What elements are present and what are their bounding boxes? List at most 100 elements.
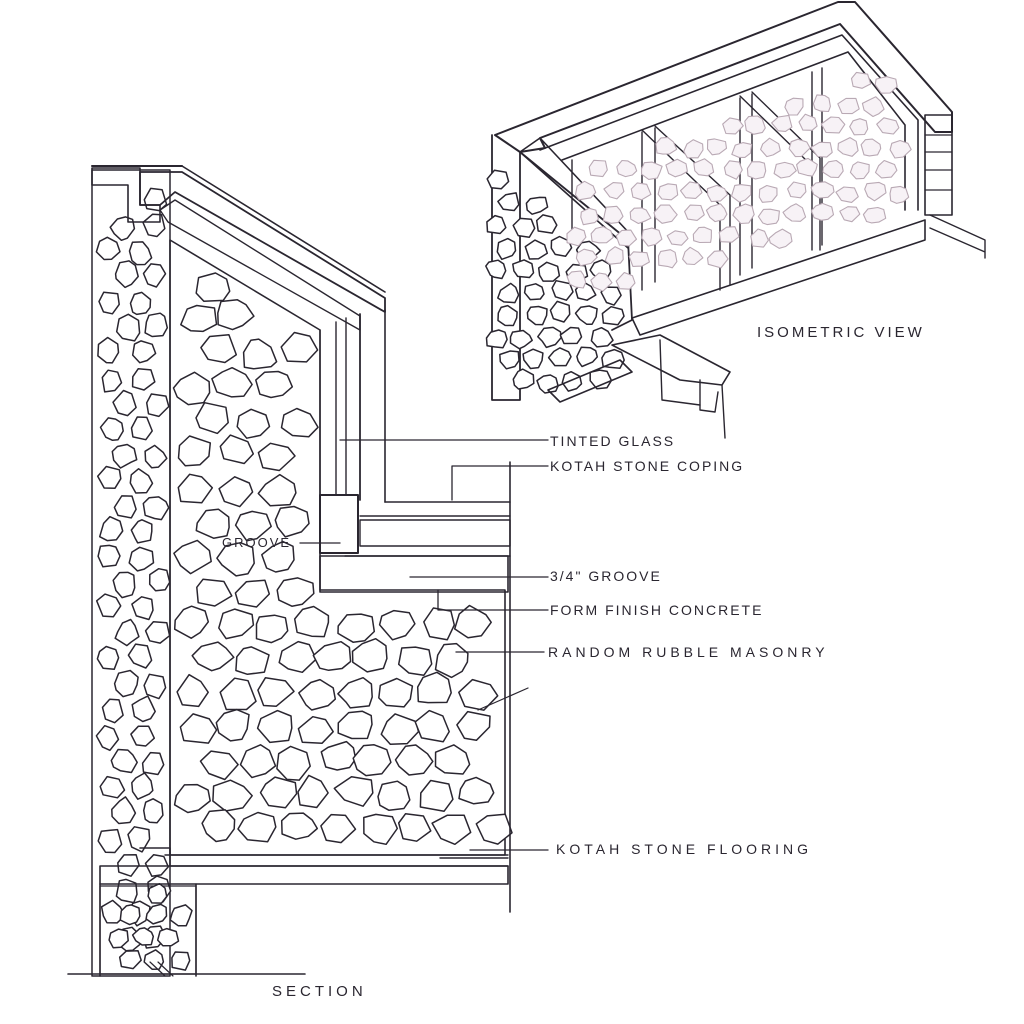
rubble-stone bbox=[100, 899, 126, 924]
rubble-stone bbox=[257, 677, 295, 707]
rubble-stone bbox=[682, 246, 704, 266]
isometric-view-title: ISOMETRIC VIEW bbox=[757, 324, 925, 341]
rubble-stone bbox=[177, 473, 214, 504]
outer-stone-wall bbox=[91, 169, 172, 977]
rubble-stone bbox=[191, 641, 235, 672]
rubble-stone bbox=[98, 515, 124, 542]
leader-form-finish-concrete bbox=[437, 589, 549, 611]
rubble-stone bbox=[131, 368, 156, 391]
rubble-stone bbox=[486, 169, 510, 190]
rubble-stone bbox=[211, 366, 253, 398]
rubble-masonry-block bbox=[169, 239, 513, 856]
rubble-stone bbox=[377, 780, 411, 812]
rubble-stone bbox=[458, 678, 499, 711]
lower-foundation-wall bbox=[99, 882, 197, 975]
rubble-stone bbox=[280, 407, 319, 438]
rubble-stone bbox=[201, 809, 236, 843]
rubble-stone bbox=[628, 251, 650, 267]
rubble-stone bbox=[706, 250, 729, 269]
rubble-stone bbox=[820, 116, 846, 134]
rubble-stone bbox=[860, 138, 882, 157]
rubble-stone bbox=[512, 368, 535, 390]
rubble-stone bbox=[497, 304, 518, 327]
rubble-stone bbox=[574, 305, 598, 326]
rubble-stone bbox=[630, 182, 652, 201]
rubble-stone bbox=[588, 159, 608, 178]
kotah-coping-ledge bbox=[319, 494, 511, 557]
rubble-stone bbox=[95, 724, 120, 752]
rubble-stone bbox=[131, 927, 155, 946]
rubble-stone bbox=[217, 299, 255, 331]
rubble-stone bbox=[109, 216, 136, 242]
rubble-stone bbox=[718, 226, 740, 243]
rubble-stone bbox=[601, 305, 625, 326]
rubble-stone bbox=[744, 115, 766, 135]
iso-glass-panels bbox=[566, 67, 912, 292]
leader-lines bbox=[299, 439, 549, 851]
rubble-stone bbox=[195, 272, 231, 302]
rubble-stone bbox=[684, 204, 705, 221]
rubble-stone bbox=[255, 370, 294, 399]
rubble-stone bbox=[788, 138, 811, 158]
rubble-stone bbox=[723, 160, 743, 180]
rubble-stone bbox=[312, 640, 352, 672]
rubble-stone bbox=[128, 241, 153, 266]
rubble-stone bbox=[453, 604, 492, 639]
rubble-stone bbox=[236, 408, 271, 439]
rubble-stone bbox=[423, 607, 456, 641]
rubble-stone bbox=[485, 329, 508, 349]
rubble-stone bbox=[705, 203, 728, 223]
rubble-stone bbox=[173, 605, 210, 639]
rubble-stone bbox=[131, 772, 154, 800]
rubble-stone bbox=[98, 291, 120, 315]
rubble-stone bbox=[590, 326, 614, 348]
rubble-stone bbox=[280, 331, 319, 363]
rubble-stone bbox=[876, 117, 900, 135]
rubble-stone bbox=[706, 184, 729, 203]
rubble-stone bbox=[242, 338, 278, 370]
rubble-stone bbox=[176, 673, 209, 708]
rubble-stone bbox=[261, 540, 295, 573]
rubble-stone bbox=[259, 776, 298, 809]
rubble-stone bbox=[115, 878, 138, 904]
rubble-stone bbox=[787, 181, 807, 199]
rubble-stone bbox=[601, 348, 625, 370]
rubble-stone bbox=[589, 369, 613, 390]
rubble-stone bbox=[419, 779, 454, 812]
rubble-stone bbox=[320, 740, 357, 771]
rubble-stone bbox=[276, 577, 315, 607]
rubble-stone bbox=[784, 97, 804, 116]
rubble-stone bbox=[144, 444, 168, 469]
rubble-stone bbox=[130, 519, 153, 544]
rubble-stone bbox=[657, 183, 679, 201]
rubble-stone bbox=[849, 161, 870, 180]
rubble-stone bbox=[537, 326, 562, 349]
rubble-stone bbox=[547, 347, 572, 367]
rubble-stone bbox=[115, 313, 141, 342]
rubble-stone bbox=[177, 435, 212, 467]
rubble-stone bbox=[839, 206, 861, 223]
rubble-stone bbox=[864, 181, 887, 202]
rubble-stone bbox=[333, 776, 374, 807]
rubble-stone bbox=[397, 813, 432, 842]
rubble-stone bbox=[600, 286, 622, 306]
rubble-stone bbox=[576, 346, 599, 368]
rubble-stone bbox=[773, 161, 797, 179]
leader-kotah-coping bbox=[451, 465, 549, 501]
rubble-stone bbox=[156, 927, 180, 947]
label-random-rubble-masonry: RANDOM RUBBLE MASONRY bbox=[548, 644, 829, 660]
rubble-stone bbox=[499, 350, 520, 370]
rubble-stone bbox=[297, 774, 329, 809]
rubble-stone bbox=[590, 272, 613, 292]
rubble-stone bbox=[522, 348, 544, 370]
rubble-stone bbox=[837, 137, 859, 157]
rubble-stone bbox=[575, 248, 598, 267]
rubble-stone bbox=[760, 137, 781, 158]
rubble-stone bbox=[99, 775, 126, 799]
rubble-stone bbox=[179, 713, 218, 744]
rubble-stone bbox=[97, 544, 121, 568]
label-kotah-stone-flooring: KOTAH STONE FLOORING bbox=[556, 841, 813, 857]
rubble-stone bbox=[496, 237, 517, 261]
rubble-stone bbox=[235, 646, 270, 676]
rubble-stone bbox=[141, 751, 165, 776]
